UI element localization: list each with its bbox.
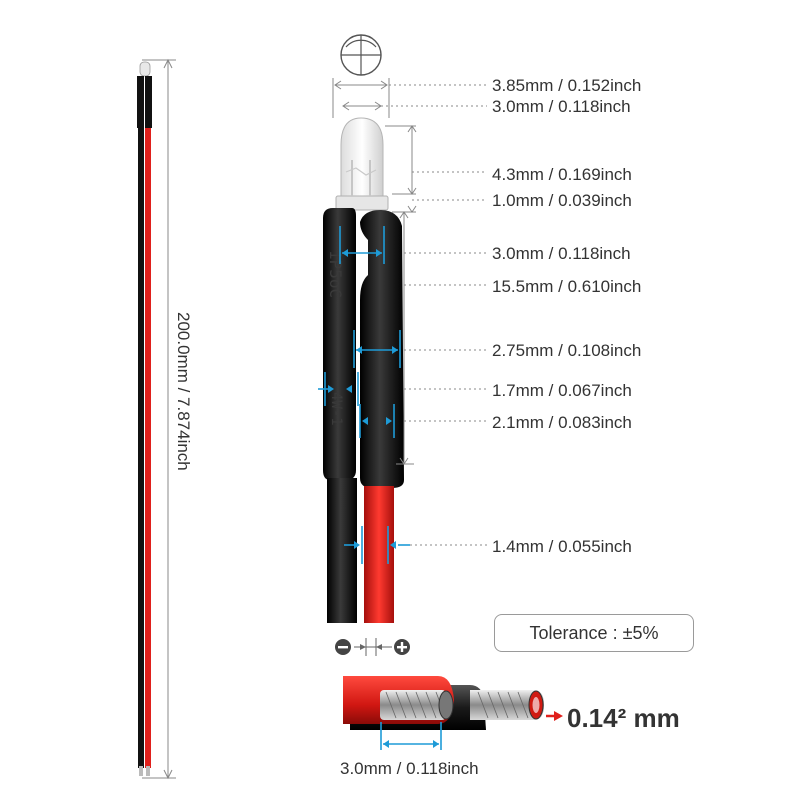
dim-wire: 1.4mm / 0.055inch [492,537,632,556]
dim-lens-outer: 3.85mm / 0.152inch [492,76,641,95]
dim-black-sleeve: 1.7mm / 0.067inch [492,381,632,400]
full-wire-illustration [137,61,152,776]
svg-text:1P5oC: 1P5oC [326,250,345,298]
tolerance-text: Tolerance : ±5% [529,622,659,643]
strip-length-label: 3.0mm / 0.118inch [340,759,479,778]
dim-sleeve-length: 15.5mm / 0.610inch [492,277,641,296]
led-top-view-icon [340,34,382,76]
tolerance-badge: Tolerance : ±5% [494,614,694,652]
led-heatshrink-leads: 1P5oC 4W-1 [323,208,404,623]
dim-sleeve-mid: 2.75mm / 0.108inch [492,341,641,360]
wire-gauge-label: 0.14² mm [567,703,680,733]
wire-cross-section [343,676,563,730]
blue-dimension-markers [318,226,410,564]
dim-lens-height: 4.3mm / 0.169inch [492,165,632,184]
total-length-dimension [142,58,176,780]
dim-lens-inner: 3.0mm / 0.118inch [492,97,631,116]
svg-text:4W-1: 4W-1 [328,392,344,426]
total-length-label: 200.0mm / 7.874inch [174,312,193,471]
dim-sleeve-top: 3.0mm / 0.118inch [492,244,631,263]
strip-length-dimension [380,722,442,750]
led-illustration [335,117,389,211]
dim-flange: 1.0mm / 0.039inch [492,191,632,210]
dim-red-sleeve: 2.1mm / 0.083inch [492,413,632,432]
dimension-guides [332,78,487,546]
polarity-indicator [335,638,410,656]
